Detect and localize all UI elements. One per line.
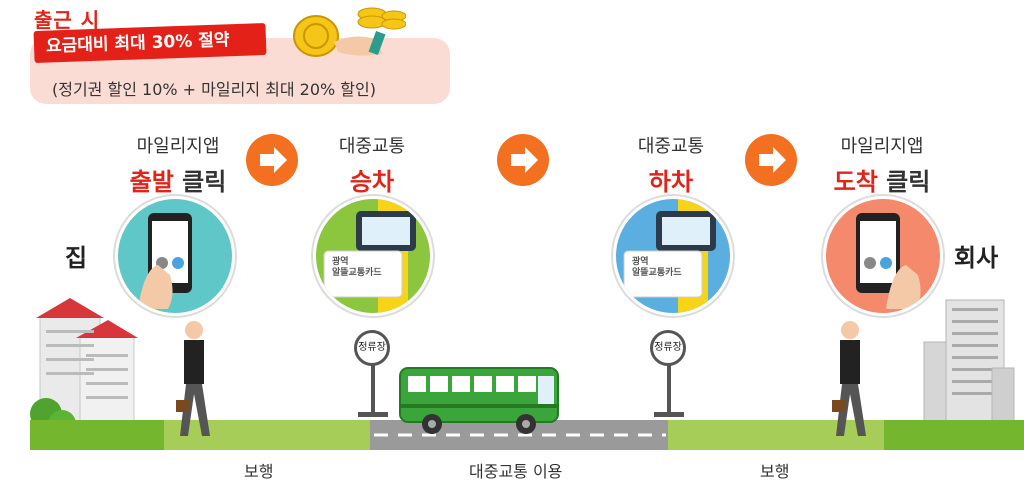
bus-stop-sign: 정류장: [354, 330, 390, 420]
card-title-line2: 알뜰교통카드: [632, 268, 682, 278]
card-tap-board-illustration: 광역 알뜰교통카드: [313, 196, 433, 316]
card-title-line1: 광역: [632, 257, 649, 267]
card-tap-alight-illustration: 광역 알뜰교통카드: [613, 196, 733, 316]
arrow-right-icon: [745, 134, 797, 186]
step-label-board: 대중교통 승차: [338, 136, 406, 196]
walk-path: [668, 420, 884, 450]
walk-path: [164, 420, 370, 450]
label-walk-2: 보행: [760, 462, 790, 481]
header-title: 출근 시: [34, 8, 101, 32]
road-markings: [374, 433, 666, 437]
header-subtitle: (정기권 할인 10% + 마일리지 최대 20% 할인): [52, 80, 376, 99]
step-label-arrival: 마일리지앱 도착 클릭: [833, 136, 931, 196]
walking-businessman-icon: [832, 321, 866, 436]
card-title-line1: 광역: [332, 257, 349, 267]
label-walk-1: 보행: [244, 462, 274, 481]
walking-businessman-icon: [176, 321, 210, 436]
card-title-line2: 알뜰교통카드: [332, 268, 382, 278]
bus-icon: [399, 367, 559, 434]
bus-stop-sign: 정류장: [650, 330, 686, 420]
arrow-right-icon: [497, 134, 549, 186]
grass-strip: [884, 420, 1024, 450]
step-label-alight: 대중교통 하차: [637, 136, 705, 196]
arrow-right-icon: [246, 134, 298, 186]
phone-app-arrival-illustration: [823, 196, 943, 316]
phone-app-departure-illustration: [115, 196, 235, 316]
label-transit: 대중교통 이용: [469, 462, 563, 481]
place-home: 집: [65, 244, 88, 272]
coins-hand-icon: [293, 7, 406, 57]
grass-strip: [30, 420, 164, 450]
place-office: 회사: [954, 244, 999, 272]
step-label-departure: 마일리지앱 출발 클릭: [129, 136, 227, 196]
